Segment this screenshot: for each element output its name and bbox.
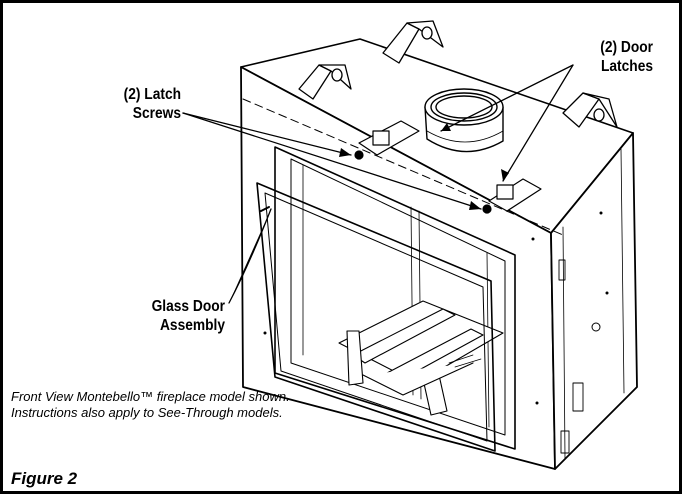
dashed-guide-line xyxy=(242,98,564,236)
callout-door-latches: (2) Door Latches xyxy=(564,38,653,76)
figure-note: Front View Montebello™ fireplace model s… xyxy=(11,389,290,420)
callout-latch-screws-line2: Screws xyxy=(132,105,181,122)
callout-latch-screws: (2) Latch Screws xyxy=(73,85,181,123)
figure-label: Figure 2 xyxy=(11,469,78,488)
log-grate xyxy=(338,300,504,416)
front-face-dots xyxy=(263,211,609,405)
callout-door-latches-line1: (2) Door xyxy=(600,39,653,56)
callout-glass-door-assembly-line1: Glass Door xyxy=(151,298,225,315)
side-bracket-lower xyxy=(558,259,584,454)
door-latch-right xyxy=(482,178,542,214)
callout-door-latches-line2: Latches xyxy=(600,58,653,75)
glass-door-assembly xyxy=(256,182,496,452)
top-standoff-right xyxy=(562,92,618,128)
callout-latch-screws-line1: (2) Latch xyxy=(123,86,181,103)
top-standoff-middle xyxy=(298,64,352,100)
leader-lines xyxy=(182,64,574,304)
callout-glass-door-assembly: Glass Door Assembly xyxy=(118,297,225,335)
callout-glass-door-assembly-line2: Assembly xyxy=(159,317,225,334)
top-standoff-left xyxy=(382,20,444,64)
door-latch-left xyxy=(354,120,420,160)
fireplace-side-panel xyxy=(550,132,638,470)
flue-collar xyxy=(424,88,504,153)
fireplace-drawing xyxy=(182,20,638,470)
